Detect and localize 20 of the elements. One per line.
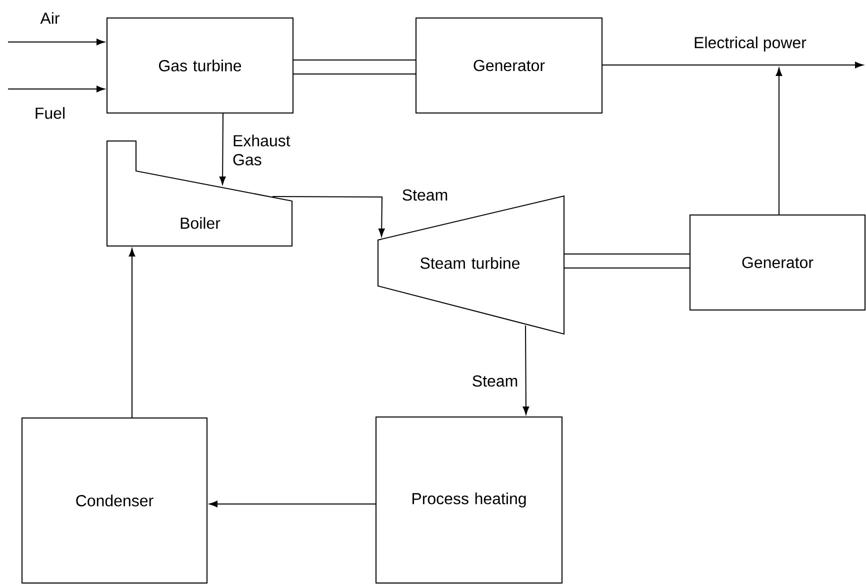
turbine-box: Gas turbine [106,18,294,114]
arrow [272,196,385,237]
generator-box: Generator [690,214,866,310]
edge-label: Electrical power [692,36,808,52]
condenser-box: Condenser [22,418,208,584]
arrow [209,500,376,508]
arrow [8,86,105,92]
arrow [522,325,530,415]
shaft [294,60,416,74]
arrow [219,113,226,185]
arrow [776,68,782,215]
arrow [128,248,136,418]
process-box: Process heating [376,416,562,584]
edge-label: Fuel [33,106,67,120]
edge-label: Air [39,11,61,25]
shaft [564,254,690,268]
edge-label: Steam [470,374,520,388]
arrow [8,38,105,46]
arrow [602,62,864,68]
generator-box: Generator [416,18,602,114]
